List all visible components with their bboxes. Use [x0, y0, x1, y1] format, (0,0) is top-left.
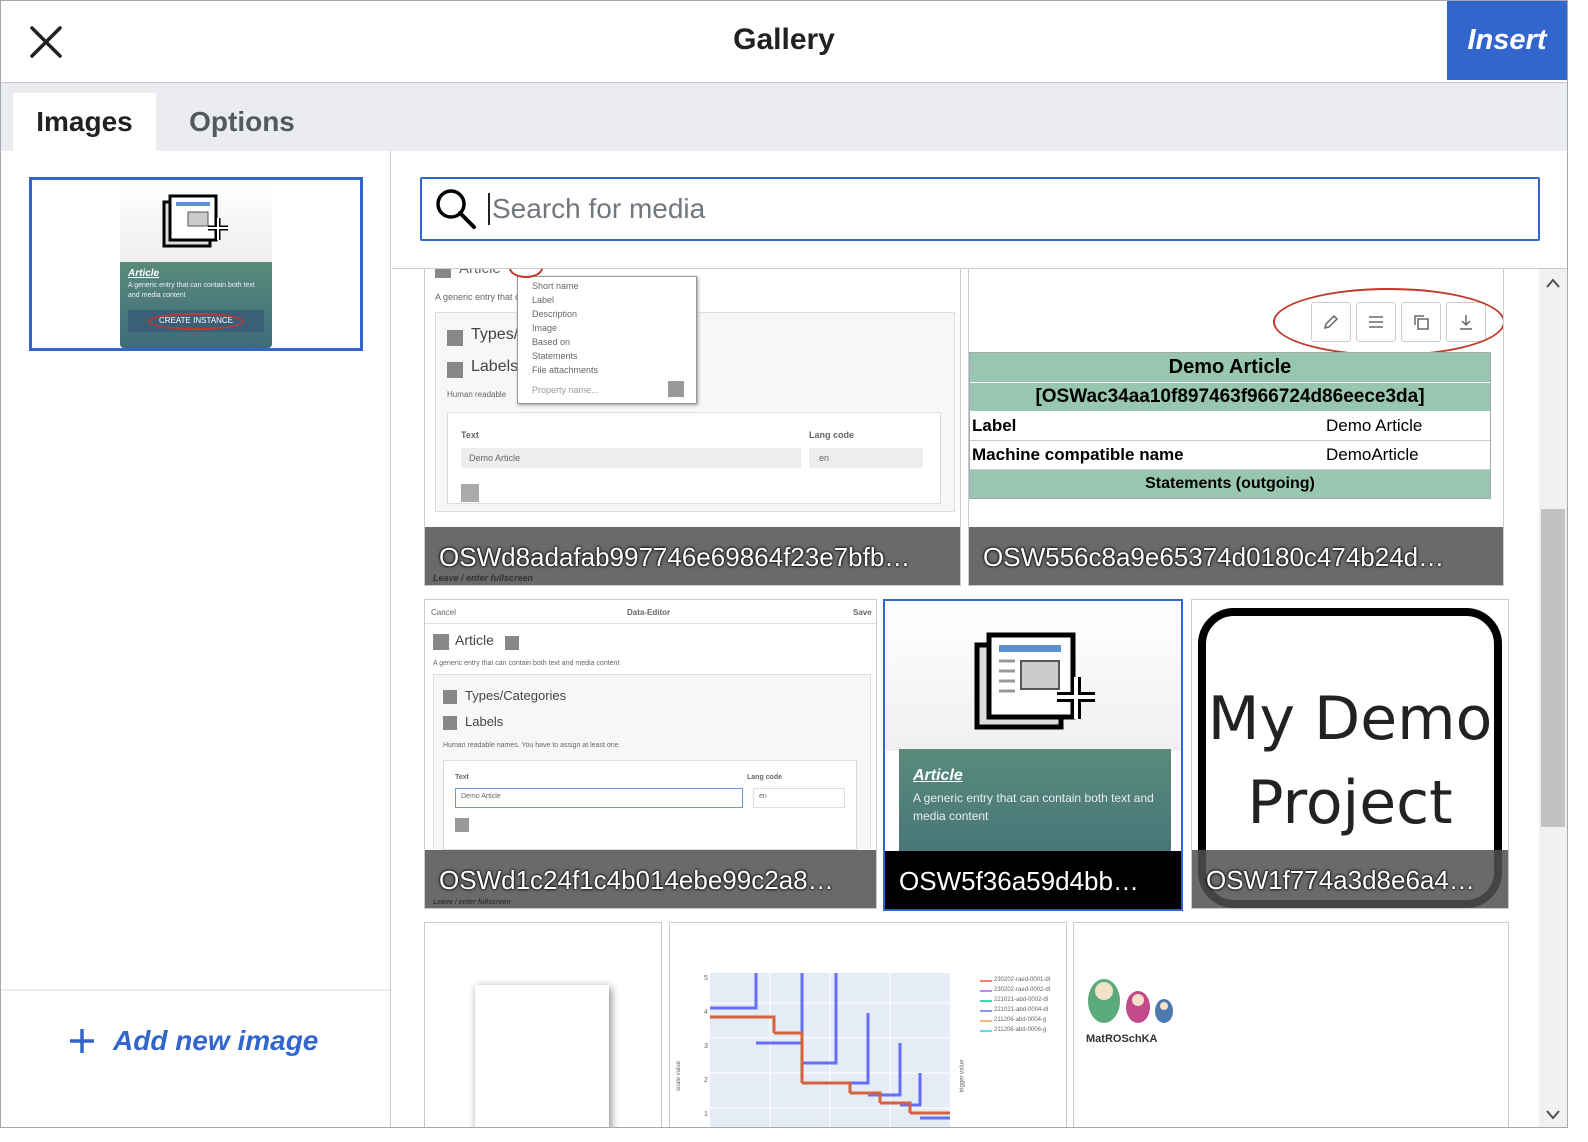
add-new-image-label: Add new image	[113, 1025, 319, 1056]
gallery-dialog: Gallery Insert Images Options Article	[0, 0, 1568, 1128]
form-screenshot: Article A generic entry that can Types/ …	[425, 269, 960, 529]
search-bar-area	[392, 151, 1567, 269]
thumb-article-title: Article	[128, 268, 160, 279]
result-card[interactable]: MatROSchKA	[1073, 922, 1509, 1127]
add-new-image-button[interactable]: Add new image	[67, 1025, 318, 1057]
result-caption: OSW1f774a3d8e6a4…	[1192, 850, 1508, 908]
tab-options[interactable]: Options	[189, 106, 295, 137]
result-card[interactable]: 5 4 3 2 1 scale value trigger value 2302…	[669, 922, 1067, 1127]
article-card-preview: Article A generic entry that can contain…	[120, 180, 272, 348]
media-search-panel: Article A generic entry that can Types/ …	[392, 151, 1567, 1127]
result-card[interactable]: Demo Article [OSWac34aa10f897463f966724d…	[968, 269, 1504, 586]
tab-bar: Images Options	[1, 83, 1567, 151]
result-card[interactable]: Cancel Data-Editor Save Article A generi…	[424, 599, 877, 909]
result-card-selected[interactable]: Article A generic entry that can contain…	[883, 599, 1183, 911]
result-caption: OSWd1c24f1c4b014ebe99c2a8…	[425, 850, 876, 908]
result-card[interactable]: Article A generic entry that can Types/ …	[424, 269, 961, 586]
step-plot	[710, 973, 992, 1127]
selected-image-thumbnail[interactable]: Article A generic entry that can contain…	[29, 177, 363, 351]
thumb-article-description: A generic entry that can contain both te…	[128, 282, 255, 299]
result-caption: OSW5f36a59d4bb…	[885, 851, 1181, 909]
scroll-up-button[interactable]	[1539, 269, 1567, 297]
plus-icon	[70, 1029, 94, 1053]
matroschka-logo	[1088, 979, 1173, 1023]
search-icon	[434, 187, 478, 231]
insert-button[interactable]: Insert	[1447, 1, 1567, 80]
tab-images[interactable]: Images	[13, 93, 156, 151]
article-description: A generic entry that can contain both te…	[913, 791, 1154, 823]
result-card[interactable]	[424, 922, 662, 1127]
dialog-title: Gallery	[733, 23, 835, 56]
scroll-down-button[interactable]	[1539, 1101, 1567, 1127]
table-screenshot: Demo Article [OSWac34aa10f897463f966724d…	[969, 269, 1503, 529]
result-card[interactable]: My Demo Project OSW1f774a3d8e6a4…	[1191, 599, 1509, 909]
add-image-area: Add new image	[1, 989, 390, 1127]
scrollbar-thumb[interactable]	[1541, 509, 1565, 827]
chevron-down-icon	[1546, 1110, 1560, 1120]
chevron-up-icon	[1546, 278, 1560, 288]
article-title: Article	[913, 767, 963, 784]
selected-images-panel: Article A generic entry that can contain…	[1, 151, 391, 1127]
results-scrollbar[interactable]	[1539, 269, 1567, 1127]
search-field[interactable]	[420, 177, 1540, 241]
close-icon	[30, 26, 62, 58]
article-add-icon	[162, 194, 228, 248]
dialog-header: Gallery Insert	[1, 1, 1567, 83]
search-input[interactable]	[488, 193, 1488, 225]
blank-page-preview	[475, 985, 609, 1127]
article-add-icon	[974, 632, 1095, 730]
search-results-grid: Article A generic entry that can Types/ …	[392, 269, 1567, 1127]
result-caption: OSW556c8a9e65374d0180c474b24d…	[969, 527, 1503, 585]
step-plot-preview: 5 4 3 2 1 scale value trigger value 2302…	[670, 923, 1066, 1127]
result-caption: OSWd8adafab997746e69864f23e7bfb…	[425, 527, 960, 585]
close-button[interactable]	[19, 15, 73, 69]
data-editor-screenshot: Cancel Data-Editor Save Article A generi…	[425, 600, 876, 854]
matroschka-logo-text: MatROSchKA	[1086, 1033, 1158, 1045]
